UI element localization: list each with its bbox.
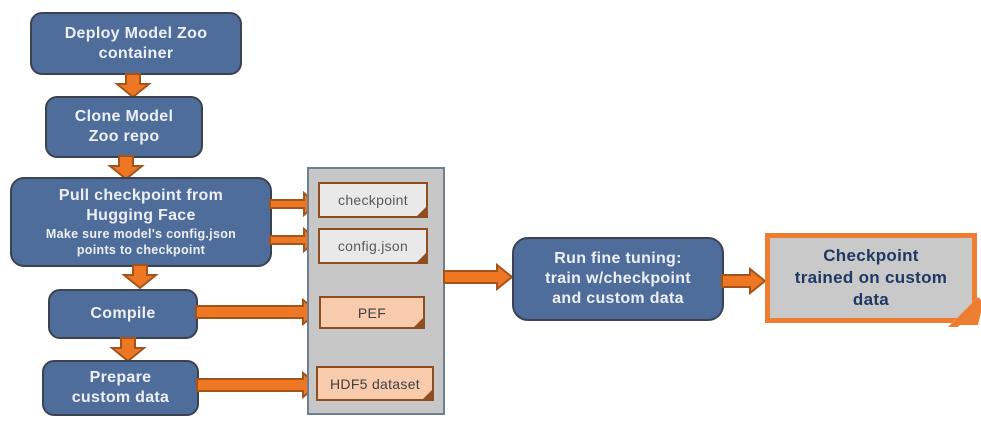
arrow-run-to-output-icon — [721, 266, 767, 296]
node-pull-note: Make sure model's config.json points to … — [45, 226, 237, 257]
arrow-files-to-run-icon — [443, 262, 514, 292]
arrow-down-compile-to-prepare-icon — [109, 337, 147, 363]
node-run-label: Run fine tuning: train w/checkpoint and … — [545, 250, 691, 307]
node-prepare-data: Prepare custom data — [42, 360, 199, 416]
file-checkpoint-label: checkpoint — [338, 192, 408, 208]
arrow-prepare-to-hdf5-icon — [196, 370, 320, 400]
file-pef: PEF — [319, 296, 425, 329]
file-pef-label: PEF — [357, 304, 387, 321]
folded-corner-icon — [413, 317, 424, 328]
node-pull-checkpoint: Pull checkpoint from Hugging Face Make s… — [10, 177, 272, 267]
node-prepare-label: Prepare custom data — [71, 369, 170, 406]
arrow-down-deploy-to-clone-icon — [114, 73, 152, 99]
file-config-json-label: config.json — [337, 238, 409, 254]
arrow-compile-to-pef-icon — [195, 297, 320, 327]
file-config-json: config.json — [318, 228, 428, 264]
file-hdf5-dataset: HDF5 dataset — [316, 366, 434, 401]
folded-corner-icon — [416, 206, 427, 217]
arrow-down-pull-to-compile-icon — [121, 264, 159, 290]
node-deploy-label: Deploy Model Zoo container — [64, 24, 208, 62]
output-label: Checkpoint trained on custom data — [794, 245, 948, 310]
folded-corner-icon — [948, 297, 981, 327]
node-compile: Compile — [48, 289, 198, 339]
arrow-down-clone-to-pull-icon — [107, 155, 145, 181]
folded-corner-icon — [422, 389, 433, 400]
node-clone-label: Clone Model Zoo repo — [74, 108, 174, 145]
node-deploy-container: Deploy Model Zoo container — [30, 12, 242, 75]
output-checkpoint-note: Checkpoint trained on custom data — [765, 233, 981, 327]
file-checkpoint: checkpoint — [318, 182, 428, 218]
node-clone-repo: Clone Model Zoo repo — [45, 96, 203, 158]
file-hdf5-dataset-label: HDF5 dataset — [330, 375, 420, 392]
folded-corner-icon — [416, 252, 427, 263]
node-pull-title: Pull checkpoint from Hugging Face — [58, 186, 224, 224]
node-compile-label: Compile — [90, 305, 156, 322]
node-run-fine-tuning: Run fine tuning: train w/checkpoint and … — [512, 237, 724, 321]
